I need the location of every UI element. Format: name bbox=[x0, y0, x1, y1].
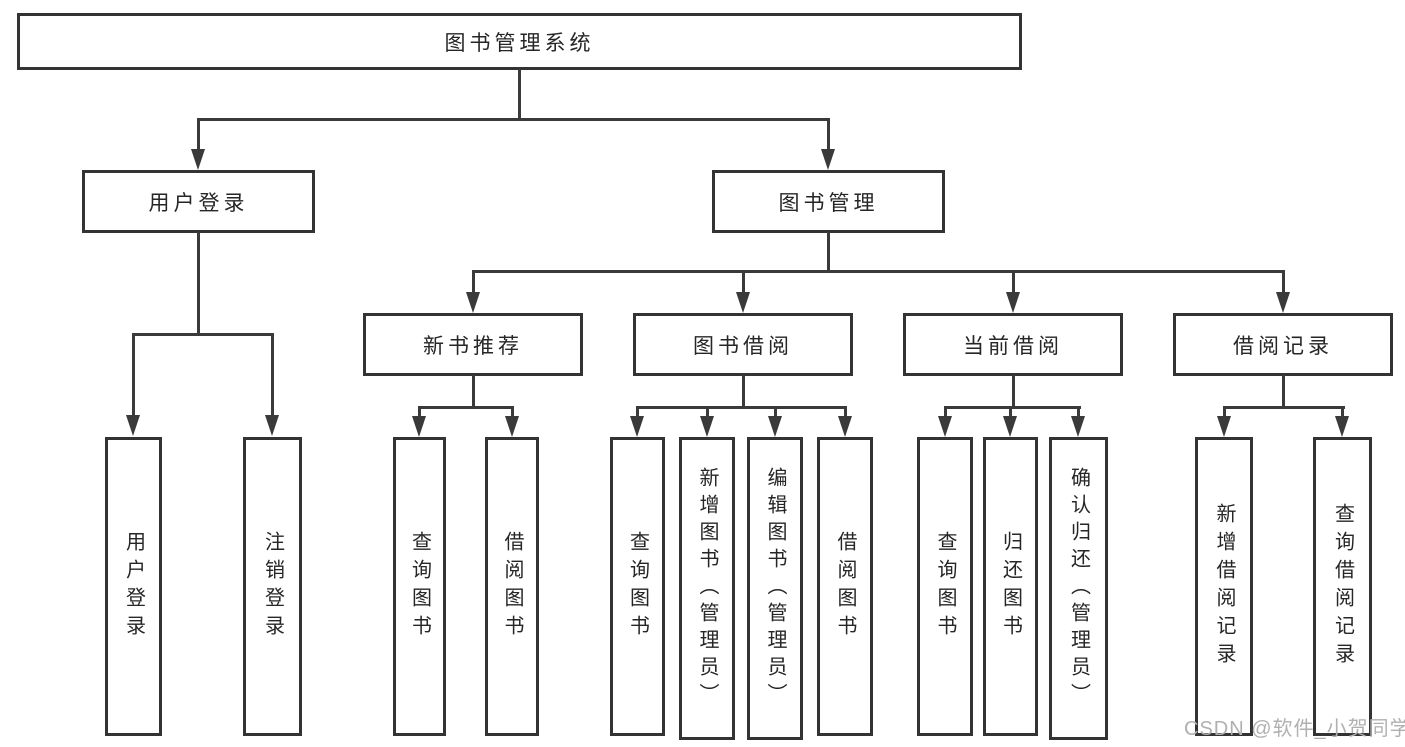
connector-to-leaf bbox=[1077, 406, 1080, 418]
connector-book-mgmt-stem bbox=[827, 232, 830, 273]
leaf-logout-login: 注销登录 bbox=[243, 437, 302, 736]
arrowhead-down-icon bbox=[1335, 416, 1349, 437]
connector-root-stem bbox=[518, 69, 521, 119]
arrowhead-down-icon bbox=[126, 415, 140, 436]
arrowhead-down-icon bbox=[1217, 416, 1231, 437]
connector-current-borrow-split bbox=[944, 406, 1081, 409]
arrowhead-down-icon bbox=[1006, 292, 1020, 313]
connector-book-borrow-stem bbox=[742, 375, 745, 409]
node-library-system: 图书管理系统 bbox=[17, 13, 1022, 70]
arrowhead-down-icon bbox=[821, 149, 835, 170]
connector-to-leaf bbox=[511, 406, 514, 418]
connector-root-split bbox=[197, 118, 830, 121]
arrowhead-down-icon bbox=[736, 292, 750, 313]
leaf-return-book: 归还图书 bbox=[983, 437, 1038, 736]
leaf-query-borrow-record: 查询借阅记录 bbox=[1313, 437, 1372, 736]
connector-to-leaf bbox=[706, 406, 709, 418]
arrowhead-down-icon bbox=[938, 416, 952, 437]
connector-new-book-stem bbox=[472, 375, 475, 409]
arrowhead-down-icon bbox=[412, 416, 426, 437]
arrowhead-down-icon bbox=[466, 292, 480, 313]
arrowhead-down-icon bbox=[700, 416, 714, 437]
arrowhead-down-icon bbox=[768, 416, 782, 437]
connector-to-leaf bbox=[1223, 406, 1226, 418]
connector-to-leaf bbox=[271, 333, 274, 417]
node-book-borrow: 图书借阅 bbox=[633, 313, 853, 376]
connector-to-leaf bbox=[774, 406, 777, 418]
connector-book-mgmt-split bbox=[472, 270, 1285, 273]
connector-to-book-mgmt bbox=[827, 118, 830, 151]
node-borrow-record: 借阅记录 bbox=[1173, 313, 1393, 376]
arrowhead-down-icon bbox=[1003, 416, 1017, 437]
connector-to-new-book bbox=[472, 270, 475, 294]
leaf-borrow-book: 借阅图书 bbox=[817, 437, 873, 736]
arrowhead-down-icon bbox=[1276, 292, 1290, 313]
connector-to-current-borrow bbox=[1012, 270, 1015, 294]
leaf-user-login: 用户登录 bbox=[105, 437, 162, 736]
watermark: CSDN @软件_小贺同学 bbox=[1184, 718, 1405, 740]
connector-to-leaf bbox=[944, 406, 947, 418]
connector-to-leaf bbox=[1009, 406, 1012, 418]
connector-borrow-record-split bbox=[1223, 406, 1345, 409]
leaf-query-book-recommend: 查询图书 bbox=[393, 437, 446, 736]
connector-new-book-split bbox=[418, 406, 514, 409]
node-book-management: 图书管理 bbox=[712, 170, 945, 233]
connector-to-leaf bbox=[418, 406, 421, 418]
connector-to-book-borrow bbox=[742, 270, 745, 294]
connector-user-login-stem bbox=[197, 232, 200, 336]
leaf-edit-book-admin: 编辑图书（管理员） bbox=[747, 437, 803, 740]
connector-to-leaf bbox=[132, 333, 135, 417]
leaf-add-borrow-record: 新增借阅记录 bbox=[1195, 437, 1253, 736]
node-new-book-recommend: 新书推荐 bbox=[363, 313, 583, 376]
connector-to-leaf bbox=[636, 406, 639, 418]
connector-to-leaf bbox=[844, 406, 847, 418]
leaf-query-book-current: 查询图书 bbox=[917, 437, 973, 736]
connector-to-leaf bbox=[1341, 406, 1344, 418]
leaf-query-book-borrow: 查询图书 bbox=[610, 437, 665, 736]
leaf-borrow-book-recommend: 借阅图书 bbox=[485, 437, 539, 736]
connector-book-borrow-split bbox=[636, 406, 847, 409]
node-current-borrow: 当前借阅 bbox=[903, 313, 1123, 376]
arrowhead-down-icon bbox=[191, 149, 205, 170]
connector-borrow-record-stem bbox=[1282, 375, 1285, 409]
connector-to-user-login bbox=[197, 118, 200, 151]
connector-current-borrow-stem bbox=[1012, 375, 1015, 409]
arrowhead-down-icon bbox=[505, 416, 519, 437]
connector-to-borrow-record bbox=[1282, 270, 1285, 294]
connector-user-login-split bbox=[132, 333, 274, 336]
arrowhead-down-icon bbox=[1071, 416, 1085, 437]
leaf-confirm-return-admin: 确认归还（管理员） bbox=[1049, 437, 1108, 740]
leaf-add-book-admin: 新增图书（管理员） bbox=[679, 437, 735, 740]
arrowhead-down-icon bbox=[265, 415, 279, 436]
arrowhead-down-icon bbox=[630, 416, 644, 437]
node-user-login: 用户登录 bbox=[82, 170, 315, 233]
arrowhead-down-icon bbox=[838, 416, 852, 437]
